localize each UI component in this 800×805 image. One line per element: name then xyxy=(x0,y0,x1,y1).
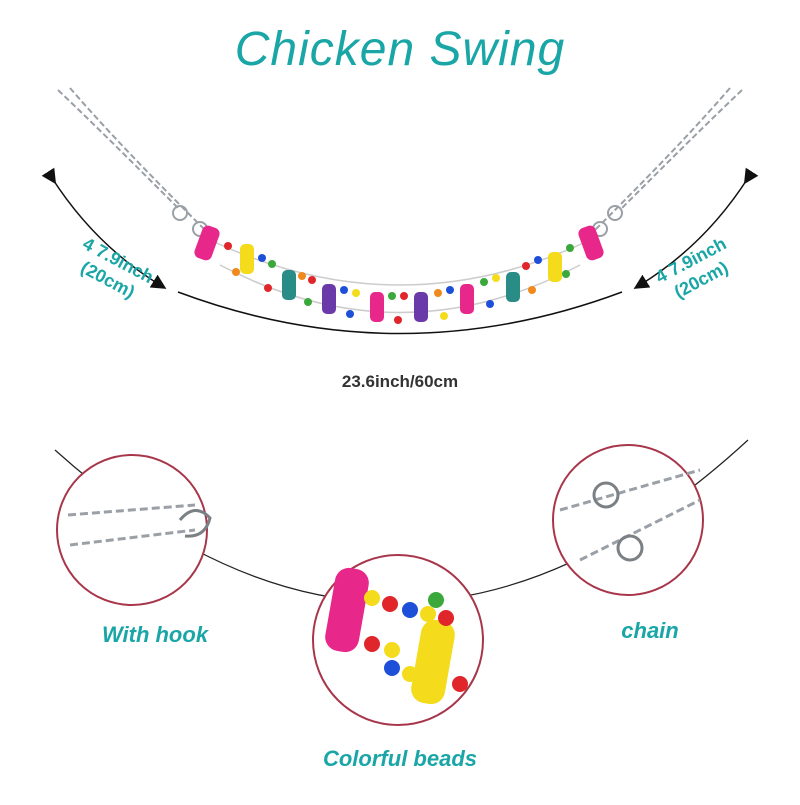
chain-detail-circle xyxy=(552,444,704,596)
product-title: Chicken Swing xyxy=(234,23,566,76)
hook-detail-circle xyxy=(56,454,212,606)
chain-caption: chain xyxy=(621,618,679,643)
right-chain xyxy=(592,87,743,237)
beads-caption: Colorful beads xyxy=(322,746,477,771)
left-chain xyxy=(57,87,208,237)
beads xyxy=(224,242,574,324)
beads-detail-circle xyxy=(312,554,484,726)
bead-ladder xyxy=(194,225,604,324)
dimension-arrows xyxy=(41,167,759,335)
hook-caption: With hook xyxy=(101,622,209,647)
total-width-dimension: 23.6inch/60cm xyxy=(341,372,459,391)
